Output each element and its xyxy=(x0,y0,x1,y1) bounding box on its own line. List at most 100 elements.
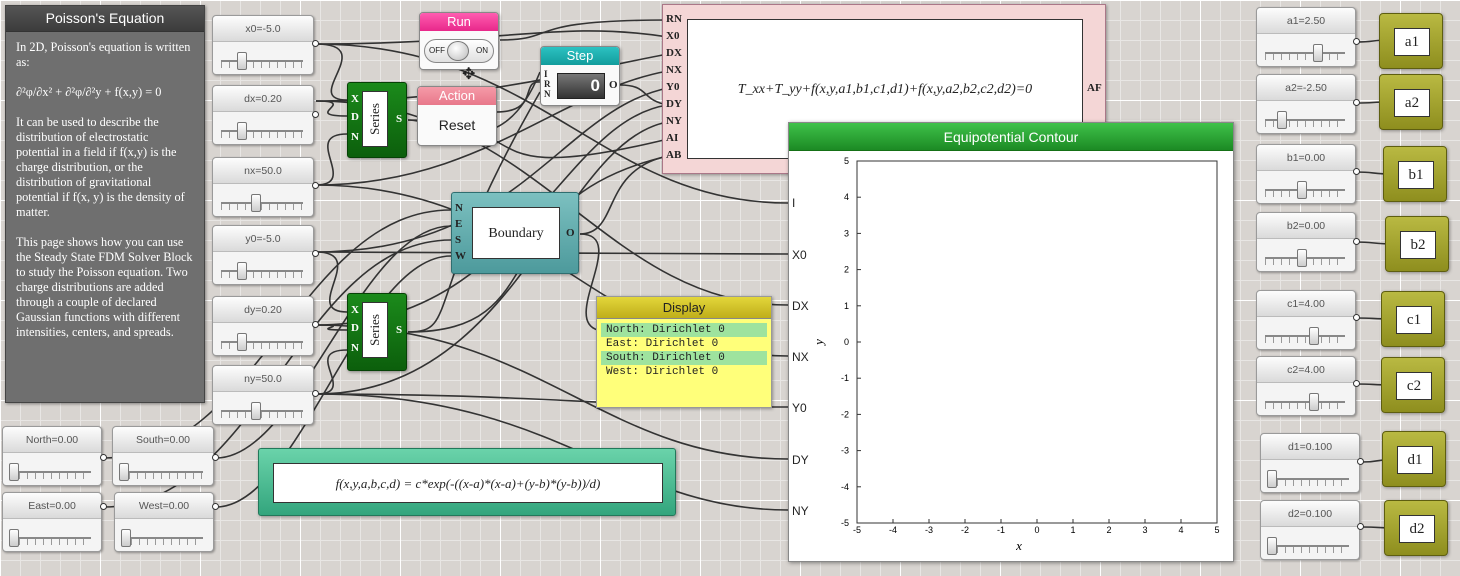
slider-c1[interactable]: c1=4.00 xyxy=(1256,290,1356,350)
contour-port-ny: NY xyxy=(792,504,809,518)
run-toggle[interactable]: OFF ON xyxy=(424,39,494,63)
param-block-d2[interactable]: d2 xyxy=(1384,500,1448,556)
series-x-port-d: D xyxy=(351,111,359,123)
slider-south-thumb[interactable] xyxy=(119,463,129,481)
slider-north[interactable]: North=0.00 xyxy=(2,426,102,486)
run-toggle-knob[interactable] xyxy=(447,41,469,61)
display-row-east: East: Dirichlet 0 xyxy=(601,337,767,351)
action-block[interactable]: Action Reset xyxy=(417,86,497,146)
slider-east-out-port[interactable] xyxy=(100,503,107,510)
slider-east-thumb[interactable] xyxy=(9,529,19,547)
y-tick-label: -2 xyxy=(841,409,849,419)
contour-port-x0: X0 xyxy=(792,248,807,262)
x-tick-label: -2 xyxy=(961,525,969,535)
slider-a1-out-port[interactable] xyxy=(1353,38,1360,45)
solver-port-ai: AI xyxy=(666,132,679,144)
slider-b2[interactable]: b2=0.00 xyxy=(1256,212,1356,272)
reset-button[interactable]: Reset xyxy=(438,117,476,133)
slider-y0-label: y0=-5.0 xyxy=(213,226,313,252)
slider-nx[interactable]: nx=50.0 xyxy=(212,157,314,217)
slider-dx-thumb[interactable] xyxy=(237,122,247,140)
slider-c1-thumb[interactable] xyxy=(1308,327,1319,345)
slider-ny-out-port[interactable] xyxy=(312,390,319,397)
slider-dx-out-port[interactable] xyxy=(312,111,319,118)
slider-c2[interactable]: c2=4.00 xyxy=(1256,356,1356,416)
slider-a2-thumb[interactable] xyxy=(1277,111,1287,129)
slider-dx[interactable]: dx=0.20 xyxy=(212,85,314,145)
solver-port-x0: X0 xyxy=(666,30,680,42)
slider-nx-label: nx=50.0 xyxy=(213,158,313,184)
x-tick-label: -1 xyxy=(997,525,1005,535)
slider-dy-label: dy=0.20 xyxy=(213,297,313,323)
slider-c2-out-port[interactable] xyxy=(1353,380,1360,387)
slider-c1-out-port[interactable] xyxy=(1353,314,1360,321)
slider-nx-thumb[interactable] xyxy=(251,194,262,212)
slider-dy[interactable]: dy=0.20 xyxy=(212,296,314,356)
slider-a1[interactable]: a1=2.50 xyxy=(1256,7,1356,67)
param-block-a2[interactable]: a2 xyxy=(1379,74,1443,130)
param-block-b2[interactable]: b2 xyxy=(1385,216,1449,272)
slider-x0[interactable]: x0=-5.0 xyxy=(212,15,314,75)
step-block[interactable]: Step I R N 0 O xyxy=(540,46,620,106)
series-x-port-s: S xyxy=(396,113,403,125)
slider-d2-out-port[interactable] xyxy=(1357,523,1364,530)
y-tick-label: 5 xyxy=(844,156,849,166)
param-block-b1[interactable]: b1 xyxy=(1383,146,1447,202)
slider-x0-thumb[interactable] xyxy=(237,52,247,70)
slider-a2-out-port[interactable] xyxy=(1353,99,1360,106)
run-block[interactable]: Run OFF ON xyxy=(419,12,499,70)
param-block-d1[interactable]: d1 xyxy=(1382,431,1446,487)
slider-north-out-port[interactable] xyxy=(100,454,107,461)
slider-y0-out-port[interactable] xyxy=(312,250,319,257)
slider-d1-thumb[interactable] xyxy=(1267,470,1277,488)
slider-b1-out-port[interactable] xyxy=(1353,168,1360,175)
slider-b1[interactable]: b1=0.00 xyxy=(1256,144,1356,204)
slider-west[interactable]: West=0.00 xyxy=(114,492,214,552)
slider-b1-thumb[interactable] xyxy=(1296,181,1307,199)
param-b1-label: b1 xyxy=(1398,161,1434,189)
slider-d1-out-port[interactable] xyxy=(1357,458,1364,465)
slider-east-label: East=0.00 xyxy=(3,493,101,519)
series-block-y[interactable]: Series X D N S xyxy=(347,293,407,371)
slider-north-thumb[interactable] xyxy=(9,463,19,481)
slider-y0-thumb[interactable] xyxy=(237,262,247,280)
slider-west-thumb[interactable] xyxy=(121,529,131,547)
slider-d2[interactable]: d2=0.100 xyxy=(1260,500,1360,560)
solver-port-rn: RN xyxy=(666,13,682,25)
display-row-west: West: Dirichlet 0 xyxy=(601,365,767,379)
boundary-block[interactable]: Boundary N E S W O xyxy=(451,192,579,274)
contour-title: Equipotential Contour xyxy=(789,123,1233,151)
param-block-a1[interactable]: a1 xyxy=(1379,13,1443,69)
y-tick-label: 1 xyxy=(844,301,849,311)
slider-ny-thumb[interactable] xyxy=(251,402,262,420)
slider-dy-out-port[interactable] xyxy=(312,321,319,328)
slider-west-label: West=0.00 xyxy=(115,493,213,519)
slider-b2-thumb[interactable] xyxy=(1296,249,1307,267)
slider-b2-out-port[interactable] xyxy=(1353,238,1360,245)
slider-south-out-port[interactable] xyxy=(212,454,219,461)
slider-a2[interactable]: a2=-2.50 xyxy=(1256,74,1356,134)
formula-block[interactable]: f(x,y,a,b,c,d) = c*exp(-((x-a)*(x-a)+(y-… xyxy=(258,448,676,516)
slider-west-out-port[interactable] xyxy=(212,503,219,510)
slider-c2-thumb[interactable] xyxy=(1308,393,1319,411)
param-block-c1[interactable]: c1 xyxy=(1381,291,1445,347)
slider-x0-out-port[interactable] xyxy=(312,40,319,47)
slider-d1[interactable]: d1=0.100 xyxy=(1260,433,1360,493)
slider-d2-thumb[interactable] xyxy=(1267,537,1277,555)
slider-y0[interactable]: y0=-5.0 xyxy=(212,225,314,285)
series-block-x[interactable]: Series X D N S xyxy=(347,82,407,158)
slider-east[interactable]: East=0.00 xyxy=(2,492,102,552)
boundary-port-o: O xyxy=(566,227,575,239)
slider-ny-label: ny=50.0 xyxy=(213,366,313,392)
display-title: Display xyxy=(597,297,771,319)
slider-south[interactable]: South=0.00 xyxy=(112,426,214,486)
slider-nx-out-port[interactable] xyxy=(312,182,319,189)
param-block-c2[interactable]: c2 xyxy=(1381,357,1445,413)
display-block[interactable]: Display North: Dirichlet 0 East: Dirichl… xyxy=(596,296,772,408)
slider-a1-thumb[interactable] xyxy=(1313,44,1324,62)
series-y-port-s: S xyxy=(396,324,403,336)
slider-dy-thumb[interactable] xyxy=(237,333,247,351)
slider-ny[interactable]: ny=50.0 xyxy=(212,365,314,425)
x-tick-label: 0 xyxy=(1034,525,1039,535)
